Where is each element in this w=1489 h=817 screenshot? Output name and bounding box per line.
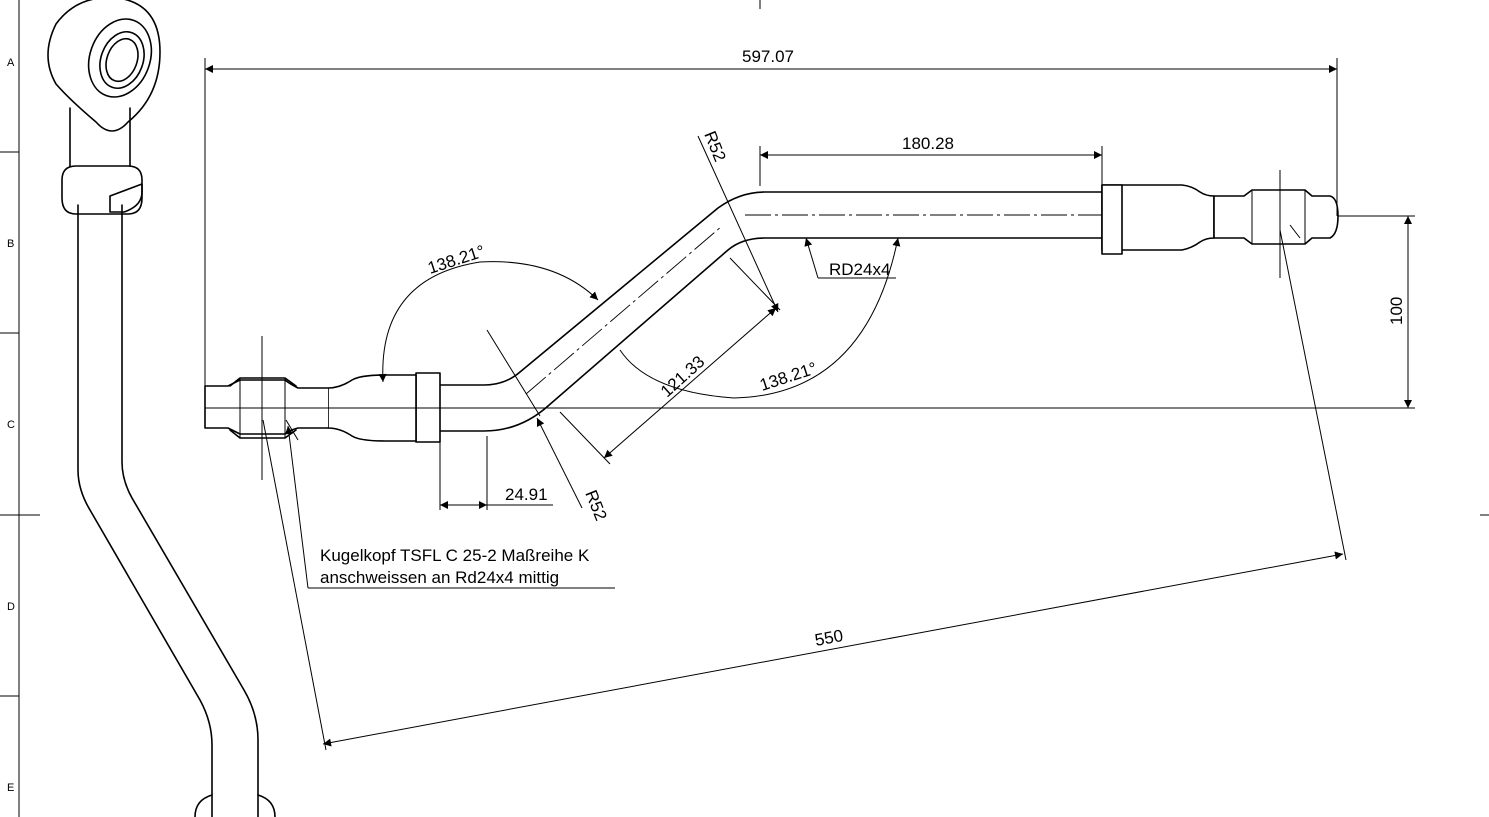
right-ball-joint	[1101, 170, 1339, 278]
dim-radius-top: R52	[700, 128, 729, 164]
dim-offset-height: 100	[1387, 297, 1406, 325]
note-line-2: anschweissen an Rd24x4 mittig	[320, 568, 559, 587]
dim-center-distance: 550	[813, 626, 844, 650]
zone-label-c: C	[7, 419, 15, 431]
zone-label-b: B	[7, 238, 14, 250]
zone-label-e: E	[7, 782, 14, 794]
dim-tube-spec: RD24x4	[829, 260, 890, 279]
tube-upper-edge	[439, 191, 1103, 386]
zone-label-d: D	[7, 601, 15, 613]
dim-overall-length: 597.07	[742, 47, 794, 66]
note-line-1: Kugelkopf TSFL C 25-2 Maßreihe K	[320, 546, 590, 565]
side-view	[47, 0, 276, 817]
welding-note: Kugelkopf TSFL C 25-2 Maßreihe K anschwe…	[320, 546, 590, 587]
tube-lower-edge	[439, 237, 1103, 432]
zone-label-a: A	[7, 57, 15, 69]
dim-short-length: 24.91	[505, 485, 548, 504]
main-view	[204, 170, 1339, 480]
dim-radius-bottom: R52	[581, 487, 610, 523]
dim-angle-left: 138.21°	[425, 242, 487, 278]
dim-straight-length: 180.28	[902, 134, 954, 153]
dimensions: 597.07 180.28 R52 R52 138.21° 138.21° 12…	[204, 47, 1415, 751]
